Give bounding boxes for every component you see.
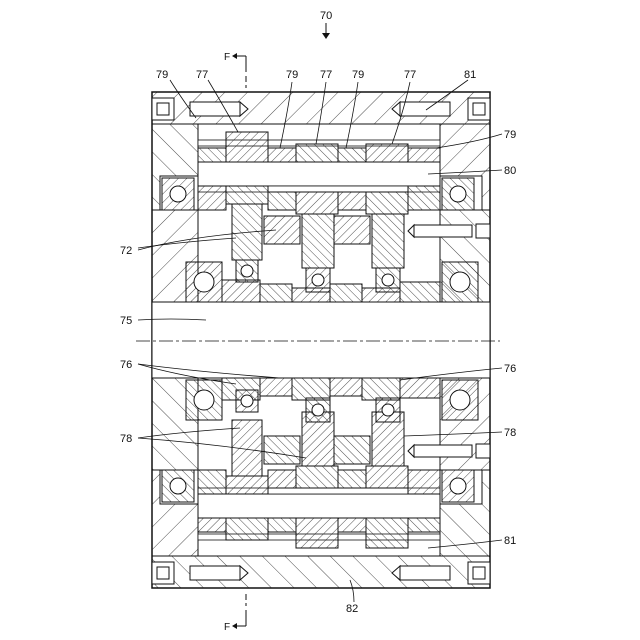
- label-77-3: 77: [404, 69, 416, 81]
- label-79-3: 79: [352, 69, 364, 81]
- label-77-2: 77: [320, 69, 332, 81]
- main-shaft-gears-upper: [222, 280, 440, 302]
- label-76-left: 76: [120, 359, 132, 371]
- upper-shift-sleeves: [232, 204, 404, 268]
- label-76-right: 76: [504, 363, 516, 375]
- upper-countershaft: [198, 162, 440, 186]
- label-72: 72: [120, 245, 132, 257]
- label-81-top: 81: [464, 69, 476, 81]
- main-shaft: [152, 302, 490, 378]
- svg-text:F: F: [224, 622, 230, 633]
- label-79-1: 79: [156, 69, 168, 81]
- lower-countershaft: [198, 494, 440, 518]
- ref-70-arrow-head: [322, 33, 330, 39]
- label-81-bottom: 81: [504, 535, 516, 547]
- label-79-right: 79: [504, 129, 516, 141]
- label-79-2: 79: [286, 69, 298, 81]
- label-80: 80: [504, 165, 516, 177]
- label-75: 75: [120, 315, 132, 327]
- section-marker-bottom: F: [224, 594, 246, 633]
- label-78-right: 78: [504, 427, 516, 439]
- section-marker-top: F: [224, 52, 246, 88]
- label-82: 82: [346, 603, 358, 615]
- ref-70: 70: [320, 10, 332, 22]
- label-78-left: 78: [120, 433, 132, 445]
- label-77-1: 77: [196, 69, 208, 81]
- svg-text:F: F: [224, 52, 230, 63]
